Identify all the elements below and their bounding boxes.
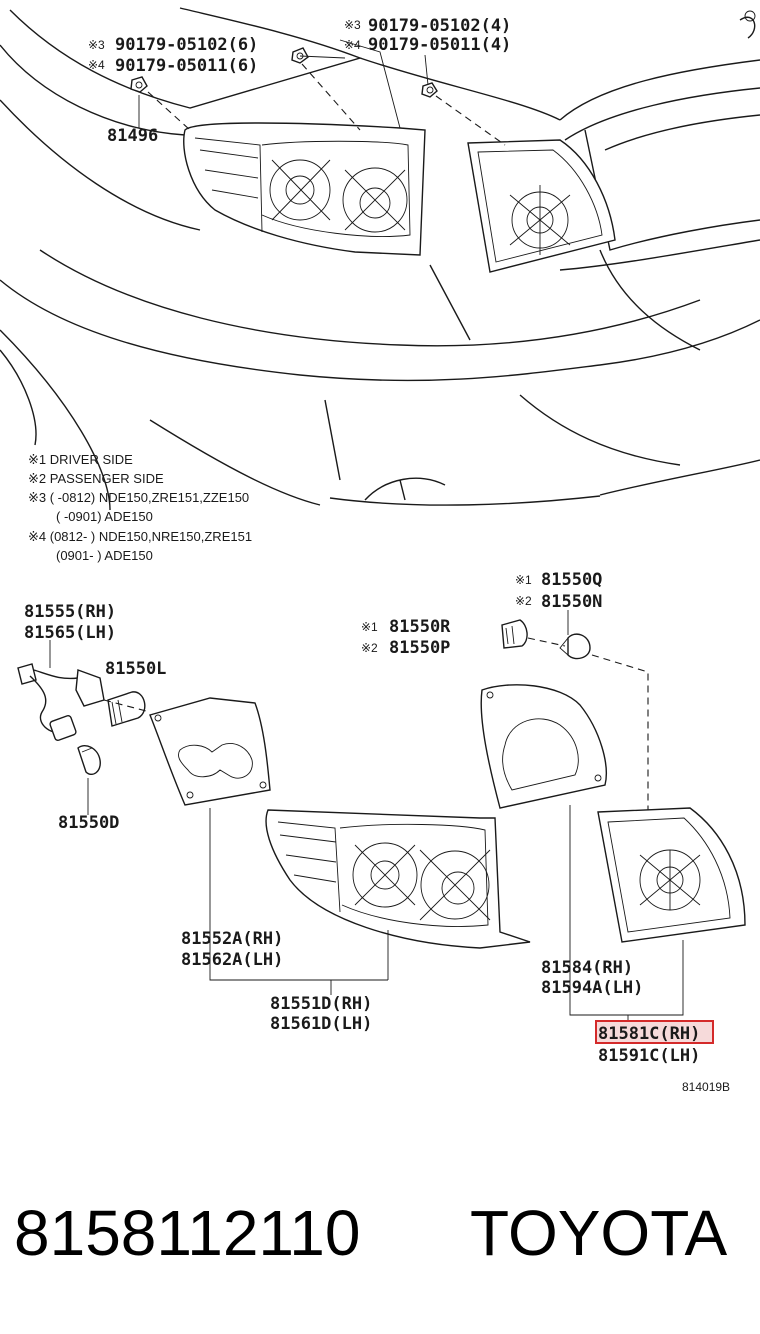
note-mark-4b: ※4 [344, 38, 361, 52]
callout-lamp-lh: 81561D(LH) [270, 1014, 372, 1034]
note-mark-2: ※2 [515, 594, 532, 608]
note-mark-2b: ※2 [361, 641, 378, 655]
highlight-box [595, 1020, 714, 1044]
clip-81496 [130, 76, 148, 93]
callout-inner-lamp-lh: 81591C(LH) [598, 1046, 700, 1066]
callout-lamp-rh: 81551D(RH) [270, 994, 372, 1014]
callout-bolt-right-3: 90179-05102(4) [368, 16, 511, 36]
note-4-line1: ※4 (0812- ) NDE150,NRE150,ZRE151 [28, 529, 252, 544]
callout-81550D: 81550D [58, 813, 119, 833]
callout-81550N: 81550N [541, 592, 602, 612]
fastener-nut-left [291, 47, 309, 64]
outer-lamp-gasket [149, 697, 271, 806]
callout-socket-lh: 81565(LH) [24, 623, 116, 643]
callout-labels: ※3 90179-05102(6) ※4 90179-05011(6) ※3 9… [24, 16, 730, 1094]
vehicle-rear-sketch [0, 7, 760, 511]
callout-81550Q: 81550Q [541, 570, 602, 590]
note-mark-3: ※3 [88, 38, 105, 52]
inner-lamp-gasket [480, 684, 607, 809]
note-mark-3b: ※3 [344, 18, 361, 32]
callout-inner-gasket-rh: 81584(RH) [541, 958, 633, 978]
installed-outer-lamp [183, 122, 426, 256]
bulb-81550D [77, 744, 101, 776]
installed-inner-lamp [467, 139, 616, 273]
bulb-81550L [107, 691, 146, 727]
callout-bolt-left-3: 90179-05102(6) [115, 35, 258, 55]
footer: 8158112110 TOYOTA [14, 1197, 728, 1269]
note-mark-1b: ※1 [361, 620, 378, 634]
brand-name: TOYOTA [470, 1197, 728, 1269]
note-3-line2: ( -0901) ADE150 [56, 509, 153, 524]
part-number: 8158112110 [14, 1197, 360, 1269]
note-mark-4: ※4 [88, 58, 105, 72]
bulb-81550R [501, 619, 528, 649]
callout-81550L: 81550L [105, 659, 166, 679]
callout-bolt-right-4: 90179-05011(4) [368, 35, 511, 55]
note-driver-side: ※1 DRIVER SIDE [28, 452, 133, 467]
outer-lamp-assembly [265, 809, 531, 949]
callout-bolt-left-4: 90179-05011(6) [115, 56, 258, 76]
callout-81496: 81496 [107, 126, 158, 146]
note-4-line2: (0901- ) ADE150 [56, 548, 153, 563]
legend-notes: ※1 DRIVER SIDE ※2 PASSENGER SIDE ※3 ( -0… [28, 452, 252, 563]
socket-harness [17, 663, 105, 742]
note-passenger-side: ※2 PASSENGER SIDE [28, 471, 164, 486]
callout-inner-gasket-lh: 81594A(LH) [541, 978, 643, 998]
figure-code: 814019B [682, 1080, 730, 1094]
callout-inner-lamp-rh: 81581C(RH) [598, 1024, 700, 1044]
bulb-81550Q [559, 633, 591, 660]
fastener-nut-right [421, 82, 438, 98]
note-mark-1: ※1 [515, 573, 532, 587]
callout-gasket-lh: 81562A(LH) [181, 950, 283, 970]
inner-lamp-assembly [597, 807, 746, 943]
note-3-line1: ※3 ( -0812) NDE150,ZRE151,ZZE150 [28, 490, 249, 505]
callout-socket-rh: 81555(RH) [24, 602, 116, 622]
callout-81550P: 81550P [389, 638, 450, 658]
callout-gasket-rh: 81552A(RH) [181, 929, 283, 949]
callout-81550R: 81550R [389, 617, 451, 637]
